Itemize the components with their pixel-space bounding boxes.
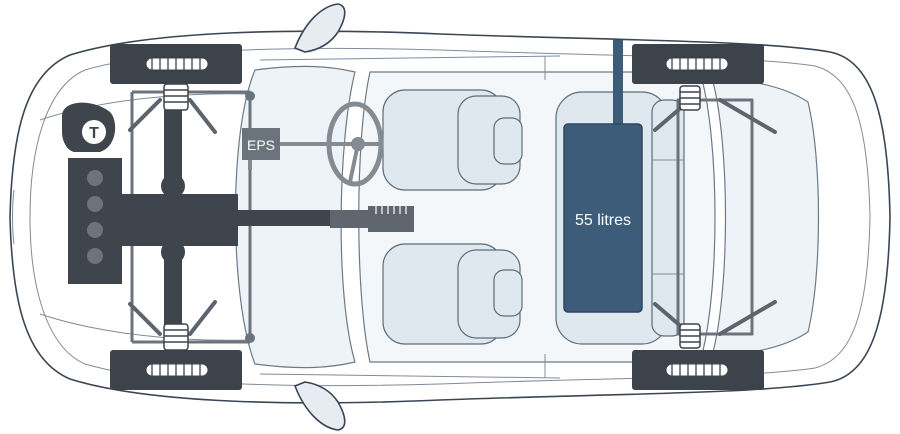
front-half-shafts <box>164 110 182 330</box>
body-outline <box>9 30 891 404</box>
door-line-front-top <box>259 55 561 61</box>
prop-shaft <box>234 210 334 226</box>
wheel-rear-left <box>632 44 764 84</box>
wheel-front-left <box>110 44 242 84</box>
front-seat-top <box>382 89 523 191</box>
front-seat-bottom <box>382 243 523 345</box>
body-inner-line <box>29 47 871 387</box>
mirror-bottom <box>293 381 346 431</box>
turbocharger: T <box>62 102 116 152</box>
mirror-top <box>293 3 346 53</box>
cylinder-3 <box>87 222 103 238</box>
door-line-front-bottom <box>259 373 561 379</box>
steering-wheel <box>326 101 384 187</box>
turbo-badge-circle <box>82 120 106 144</box>
steering-system: EPS <box>242 101 384 187</box>
wheels <box>110 44 764 390</box>
fuel-tank: 55 litres <box>563 40 643 313</box>
turbo-badge: T <box>89 125 99 142</box>
front-spring-top <box>163 83 189 111</box>
rear-window <box>711 77 820 357</box>
cylinder-2 <box>87 196 103 212</box>
front-drivetrain: T <box>62 83 414 351</box>
rear-spring-bottom <box>679 323 701 349</box>
wheel-front-right <box>110 350 242 390</box>
rear-suspension <box>653 85 777 349</box>
hood-line-bottom <box>39 313 251 341</box>
gear-lever <box>330 206 414 232</box>
wheel-rear-right <box>632 350 764 390</box>
fuel-tank-label: 55 litres <box>575 212 631 229</box>
rear-spring-top <box>679 85 701 111</box>
cylinder-4 <box>87 248 103 264</box>
eps-unit <box>242 128 280 160</box>
fuel-filler-pipe <box>613 40 623 130</box>
front-spring-bottom <box>163 323 189 351</box>
cylinder-1 <box>87 170 103 186</box>
eps-label: EPS <box>247 137 275 153</box>
fuel-tank-body <box>563 123 643 313</box>
engine-block <box>68 158 122 284</box>
front-grille <box>12 189 15 245</box>
